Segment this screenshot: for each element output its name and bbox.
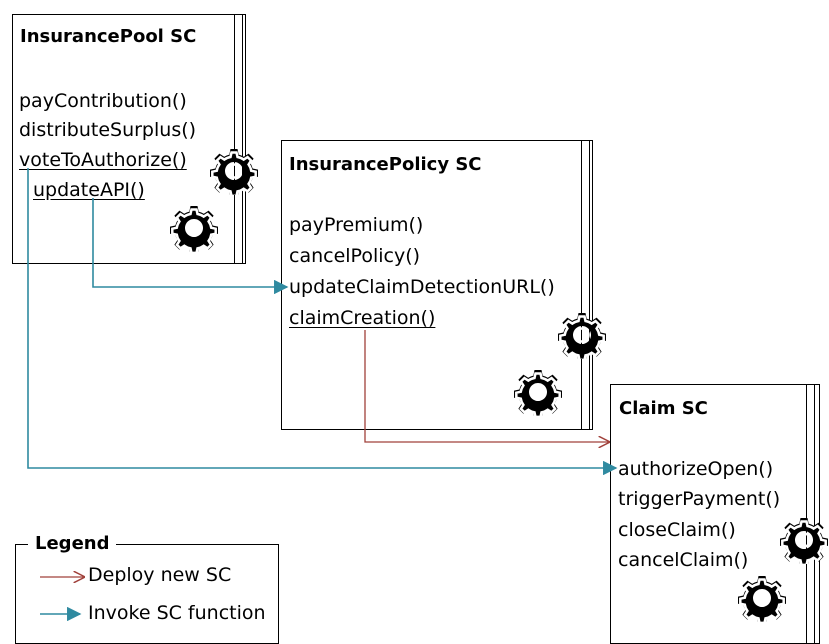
method-cancel-policy[interactable]: cancelPolicy(): [289, 245, 421, 267]
legend-title: Legend: [28, 533, 117, 554]
box-side-band: [581, 140, 590, 430]
method-cancel-claim[interactable]: cancelClaim(): [618, 549, 749, 571]
gear-icon: [780, 516, 828, 564]
invoke-arrow-authorize-open: [27, 168, 618, 476]
gear-icon: [514, 368, 562, 416]
gear-icon: [210, 147, 258, 195]
gear-icon: [170, 204, 218, 252]
method-claim-creation[interactable]: claimCreation(): [289, 307, 436, 329]
legend-invoke-label: Invoke SC function: [88, 602, 266, 624]
legend-box: Legend: [15, 533, 279, 644]
method-update-api[interactable]: updateAPI(): [33, 179, 145, 201]
method-distribute-surplus[interactable]: distributeSurplus(): [19, 119, 197, 141]
gear-icon: [738, 574, 786, 622]
invoke-arrow-update-claim-detection-url: [92, 198, 289, 295]
gear-icon: [558, 311, 606, 359]
method-vote-to-authorize[interactable]: voteToAuthorize(): [19, 149, 187, 171]
method-close-claim[interactable]: closeClaim(): [618, 519, 736, 541]
claim-title: Claim SC: [619, 398, 708, 419]
deploy-arrow-claim: [364, 330, 609, 442]
box-side-band: [234, 14, 243, 264]
method-pay-contribution[interactable]: payContribution(): [19, 90, 187, 112]
insurance-policy-title: InsurancePolicy SC: [289, 154, 482, 175]
method-authorize-open[interactable]: authorizeOpen(): [618, 458, 774, 480]
insurance-pool-title: InsurancePool SC: [20, 26, 197, 47]
box-side-band: [806, 384, 815, 644]
method-trigger-payment[interactable]: triggerPayment(): [618, 488, 781, 510]
legend-deploy-label: Deploy new SC: [88, 564, 232, 586]
method-update-claim-detection-url[interactable]: updateClaimDetectionURL(): [289, 276, 555, 298]
method-pay-premium[interactable]: payPremium(): [289, 214, 424, 236]
